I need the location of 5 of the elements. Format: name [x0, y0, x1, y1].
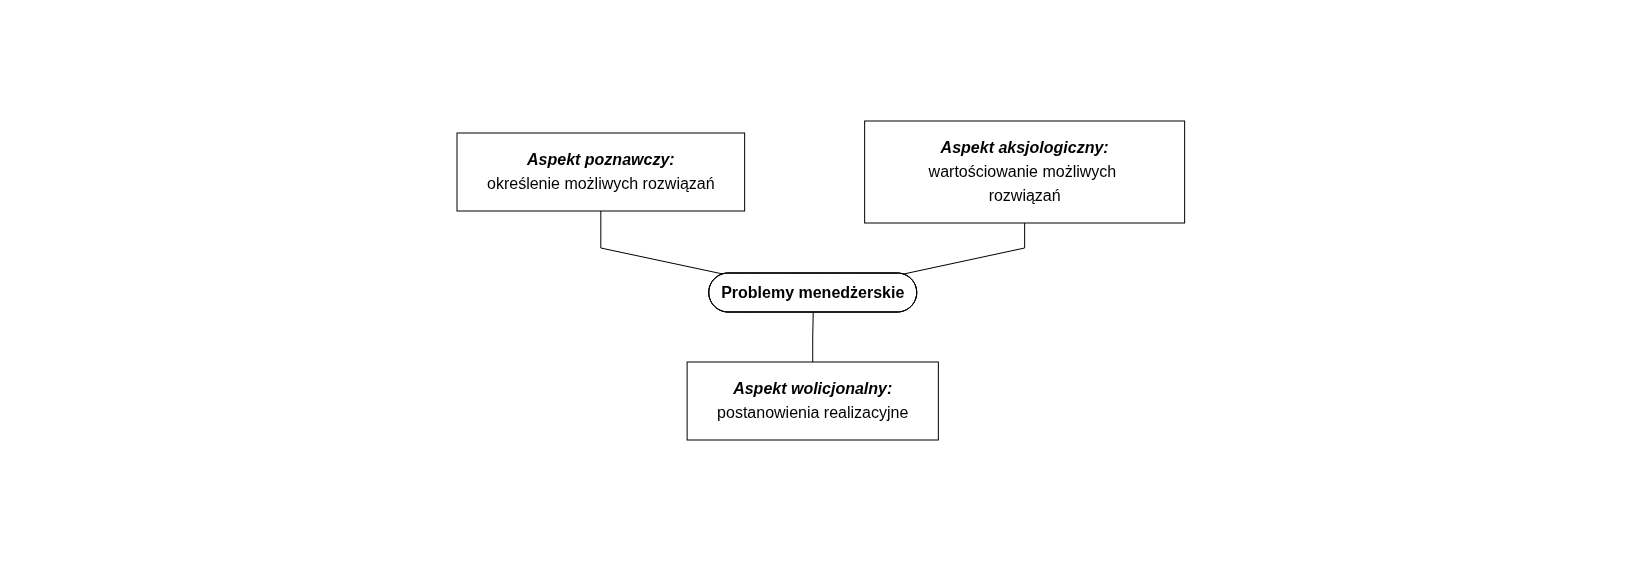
connector [902, 222, 1026, 275]
node-box: Aspekt poznawczy: określenie możliwych rozwiązań [456, 132, 746, 212]
node-box: Aspekt aksjologiczny: wartościowanie możliwych rozwiązań [864, 120, 1186, 224]
node-box: Aspekt wolicjonalny: postanowienia realizacyjne [686, 361, 939, 441]
connector [812, 312, 814, 363]
